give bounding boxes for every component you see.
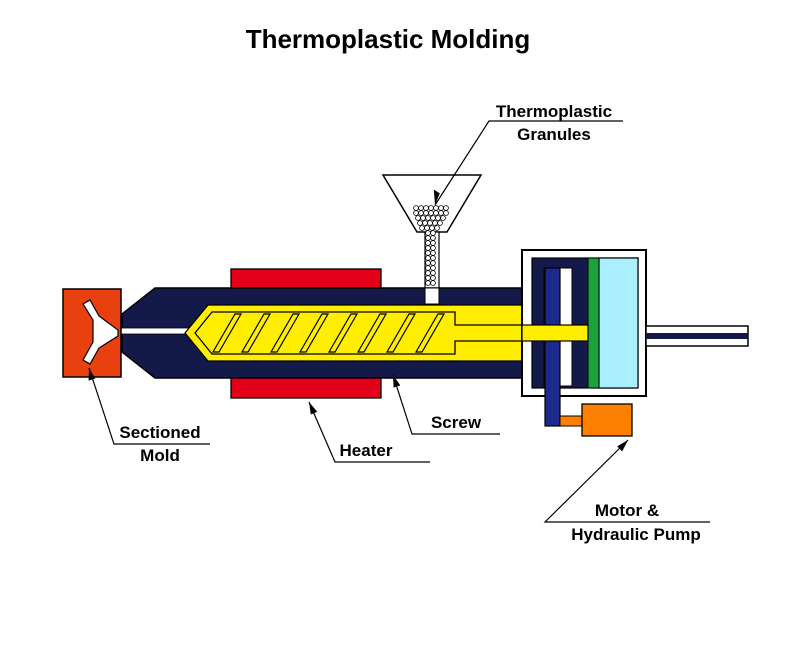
- heater-top: [230, 268, 382, 289]
- screw-flight: [327, 313, 359, 353]
- granule: [427, 220, 433, 226]
- label-sectioned-mold-1: Sectioned: [119, 423, 200, 442]
- granule: [425, 240, 431, 246]
- granule: [430, 260, 436, 266]
- granule: [428, 205, 434, 211]
- screw-shaft: [521, 324, 589, 342]
- label-thermoplastic-granules-1: Thermoplastic: [496, 102, 612, 121]
- granule: [428, 210, 434, 216]
- granule: [430, 230, 436, 236]
- granule: [430, 245, 436, 251]
- granule: [430, 265, 436, 271]
- granule: [430, 255, 436, 261]
- granule: [430, 275, 436, 281]
- screw-flight: [269, 313, 301, 353]
- granule: [432, 220, 438, 226]
- granule: [419, 225, 425, 231]
- granule: [425, 255, 431, 261]
- granule: [425, 265, 431, 271]
- drive-bar: [544, 267, 561, 427]
- granule: [425, 260, 431, 266]
- screw-flight: [385, 313, 417, 353]
- granule: [430, 240, 436, 246]
- granule: [430, 235, 436, 241]
- feed-throat: [424, 287, 440, 305]
- granule: [433, 205, 439, 211]
- label-heater: Heater: [340, 441, 393, 460]
- granule: [435, 215, 441, 221]
- screw-flight: [356, 313, 388, 353]
- granule: [425, 275, 431, 281]
- granule: [413, 210, 419, 216]
- leader-lines: [88, 120, 710, 523]
- label-screw: Screw: [431, 413, 482, 432]
- sectioned-mold: [62, 288, 122, 378]
- granule: [423, 210, 429, 216]
- granule: [425, 270, 431, 276]
- label-motor-1: Motor &: [595, 501, 659, 520]
- granule: [423, 205, 429, 211]
- hydraulic-unit: [521, 249, 647, 397]
- label-sectioned-mold-2: Mold: [140, 446, 180, 465]
- granule: [430, 250, 436, 256]
- granule: [420, 215, 426, 221]
- green-plate: [587, 257, 600, 389]
- granule: [422, 220, 428, 226]
- granule: [418, 205, 424, 211]
- granule: [417, 220, 423, 226]
- label-motor-2: Hydraulic Pump: [571, 525, 700, 544]
- thermoplastic-granules: [413, 205, 449, 286]
- granule: [415, 215, 421, 221]
- label-thermoplastic-granules-2: Granules: [517, 125, 591, 144]
- screw-flight: [414, 313, 446, 353]
- granule: [418, 210, 424, 216]
- granule: [437, 220, 443, 226]
- granule: [424, 225, 430, 231]
- diagram-title: Thermoplastic Molding: [246, 24, 531, 54]
- granule: [425, 250, 431, 256]
- granule: [434, 225, 440, 231]
- granule: [425, 235, 431, 241]
- screw-flights: [211, 313, 446, 353]
- granule: [425, 230, 431, 236]
- granule: [443, 210, 449, 216]
- granule: [425, 280, 431, 286]
- granule: [438, 210, 444, 216]
- screw: [194, 311, 589, 355]
- granule: [443, 205, 449, 211]
- arrowheads: [88, 189, 628, 452]
- granule: [438, 205, 444, 211]
- nozzle-channel: [117, 327, 189, 335]
- motor-pump: [559, 403, 633, 437]
- screw-flight: [211, 313, 243, 353]
- granule: [433, 210, 439, 216]
- granule: [430, 270, 436, 276]
- granule: [430, 280, 436, 286]
- granule: [413, 205, 419, 211]
- granule: [429, 225, 435, 231]
- granule: [425, 215, 431, 221]
- granule: [440, 215, 446, 221]
- granule: [425, 245, 431, 251]
- screw-flight: [240, 313, 272, 353]
- heater-bottom: [230, 377, 382, 399]
- granule: [430, 215, 436, 221]
- screw-flight: [298, 313, 330, 353]
